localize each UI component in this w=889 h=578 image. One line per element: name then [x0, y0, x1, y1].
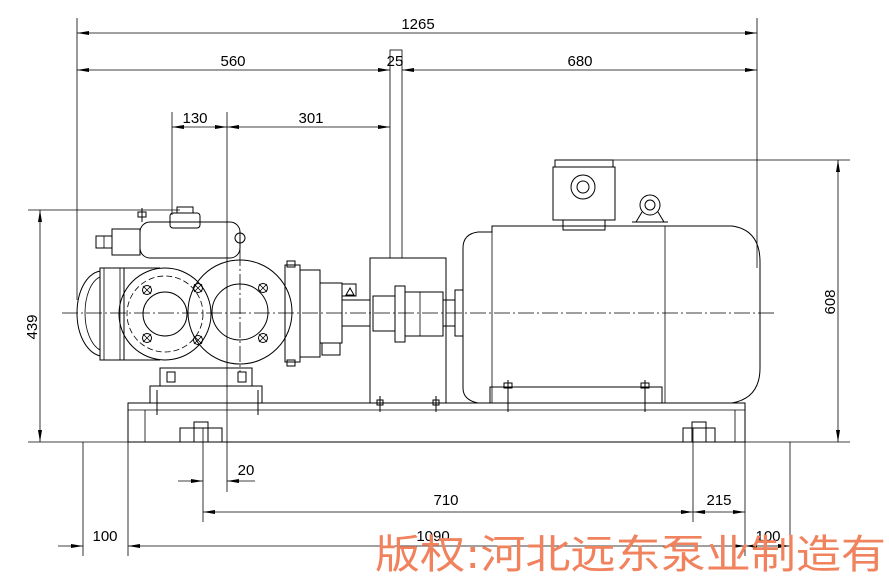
- bolt-hole-circle: [142, 285, 152, 295]
- pump-seal-marker-triangle: [345, 286, 355, 296]
- relief-valve-cap-top: [176, 206, 194, 214]
- dim-label-top-right: 680: [567, 53, 592, 70]
- dim-label-offset-small: 20: [238, 462, 255, 479]
- dim-label-bottom-left: 100: [92, 528, 117, 545]
- terminal-box-lid: [554, 159, 614, 168]
- lifting-eye-ring: [639, 194, 661, 216]
- motor-terminal-box: [552, 159, 616, 231]
- bolt-hole-cross: [193, 335, 203, 345]
- coupling-spider: [394, 285, 406, 343]
- pump-foot-stud-left: [166, 371, 176, 383]
- pump-relief-valve: [95, 206, 246, 259]
- motor-lifting-eye: [632, 194, 668, 223]
- dim-label-bottom-span: 1090: [416, 528, 449, 545]
- dim-label-upper-left: 130: [182, 110, 207, 127]
- anchor-bolt-block-left: [179, 427, 223, 443]
- bolt-hole: [193, 283, 203, 293]
- pump-rotor-ring-left: [126, 275, 204, 353]
- bolt-hole: [258, 333, 268, 343]
- bolt-hole: [193, 335, 203, 345]
- motor-foot-bolt-head-left: [503, 382, 513, 389]
- coupling-guard-outline: [369, 257, 447, 404]
- relief-valve-stud-head: [137, 211, 147, 218]
- relief-valve-cap: [169, 212, 201, 229]
- dim-label-base-right: 215: [706, 492, 731, 509]
- anchor-bolt-right: [691, 421, 707, 443]
- dim-label-base-span: 710: [433, 492, 458, 509]
- lifting-eye-stand: [632, 211, 668, 223]
- pump-seal-fitting-bottom: [321, 342, 341, 356]
- bolt-hole: [142, 285, 152, 295]
- copyright-watermark: 版权:河北远东泵业制造有: [375, 532, 886, 578]
- bolt-hole-cross: [193, 283, 203, 293]
- bolt-hole: [142, 333, 152, 343]
- terminal-box-base: [562, 219, 606, 231]
- bolt-hole-circle: [258, 283, 268, 293]
- relief-valve-fitting: [234, 232, 246, 244]
- dim-label-top-gap: 25: [387, 53, 404, 70]
- motor-feet: [489, 386, 663, 404]
- pump-drive-end-cover: [299, 269, 321, 358]
- pump-end-cover-inner: [84, 276, 101, 351]
- bolt-hole-cross: [258, 283, 268, 293]
- motor-foot-bolt-head-right: [640, 382, 650, 389]
- pump-foot-stud-right: [237, 371, 247, 383]
- pump-seal-fitting-top: [341, 283, 357, 297]
- extension-coupling-gap: [389, 49, 403, 259]
- bolt-hole-circle: [258, 333, 268, 343]
- bolt-hole-circle: [142, 333, 152, 343]
- pump-rotor-housing-left: [118, 267, 212, 361]
- dim-label-top-overall: 1265: [401, 16, 434, 33]
- pump-outlet-flange: [284, 264, 301, 363]
- coupling-half-motor: [404, 291, 444, 337]
- dim-label-height-right: 608: [822, 289, 839, 314]
- pump-flange-bolt-top: [286, 260, 296, 268]
- anchor-bolt-left: [193, 421, 209, 443]
- relief-valve-cylinder: [111, 228, 141, 256]
- pump-bolt-holes: [142, 283, 268, 345]
- screw-pump: [76, 206, 371, 415]
- bolt-hole-cross: [142, 333, 152, 343]
- cable-gland-icon: [570, 174, 596, 200]
- coupling-half-pump: [372, 295, 396, 332]
- bolt-hole-cross: [258, 333, 268, 343]
- relief-valve-body: [139, 221, 241, 259]
- pump-end-flange: [99, 267, 125, 361]
- bolt-hole: [258, 283, 268, 293]
- extension-lines: [28, 18, 850, 556]
- anchor-bolt-block-right: [682, 427, 716, 443]
- bolt-hole-circle: [193, 283, 203, 293]
- cable-gland-inner: [576, 180, 590, 194]
- bolt-hole-circle: [193, 335, 203, 345]
- bolt-hole-cross: [142, 285, 152, 295]
- electric-motor: [442, 159, 761, 412]
- pump-rotor-hub-right: [211, 283, 269, 341]
- coupling-guard: [369, 257, 447, 404]
- pump-end-cover: [76, 270, 101, 357]
- pump-rotor-hub-left: [142, 291, 188, 337]
- dim-label-bottom-right: 100: [755, 528, 780, 545]
- dim-label-height-left: 439: [24, 314, 41, 339]
- dimension-labels: 1265 560 25 680 130 301 439 608 20 710 2…: [24, 16, 839, 545]
- dimension-lines: [38, 31, 840, 548]
- pump-flange-bolt-bottom: [286, 359, 296, 367]
- dim-label-upper-right: 301: [298, 110, 323, 127]
- pump-pedestal-lower: [149, 385, 263, 404]
- pump-rotor-housing-right: [187, 259, 293, 365]
- dim-label-top-left: 560: [220, 53, 245, 70]
- lifting-eye-hole: [644, 199, 656, 211]
- motor-housing: [462, 225, 761, 404]
